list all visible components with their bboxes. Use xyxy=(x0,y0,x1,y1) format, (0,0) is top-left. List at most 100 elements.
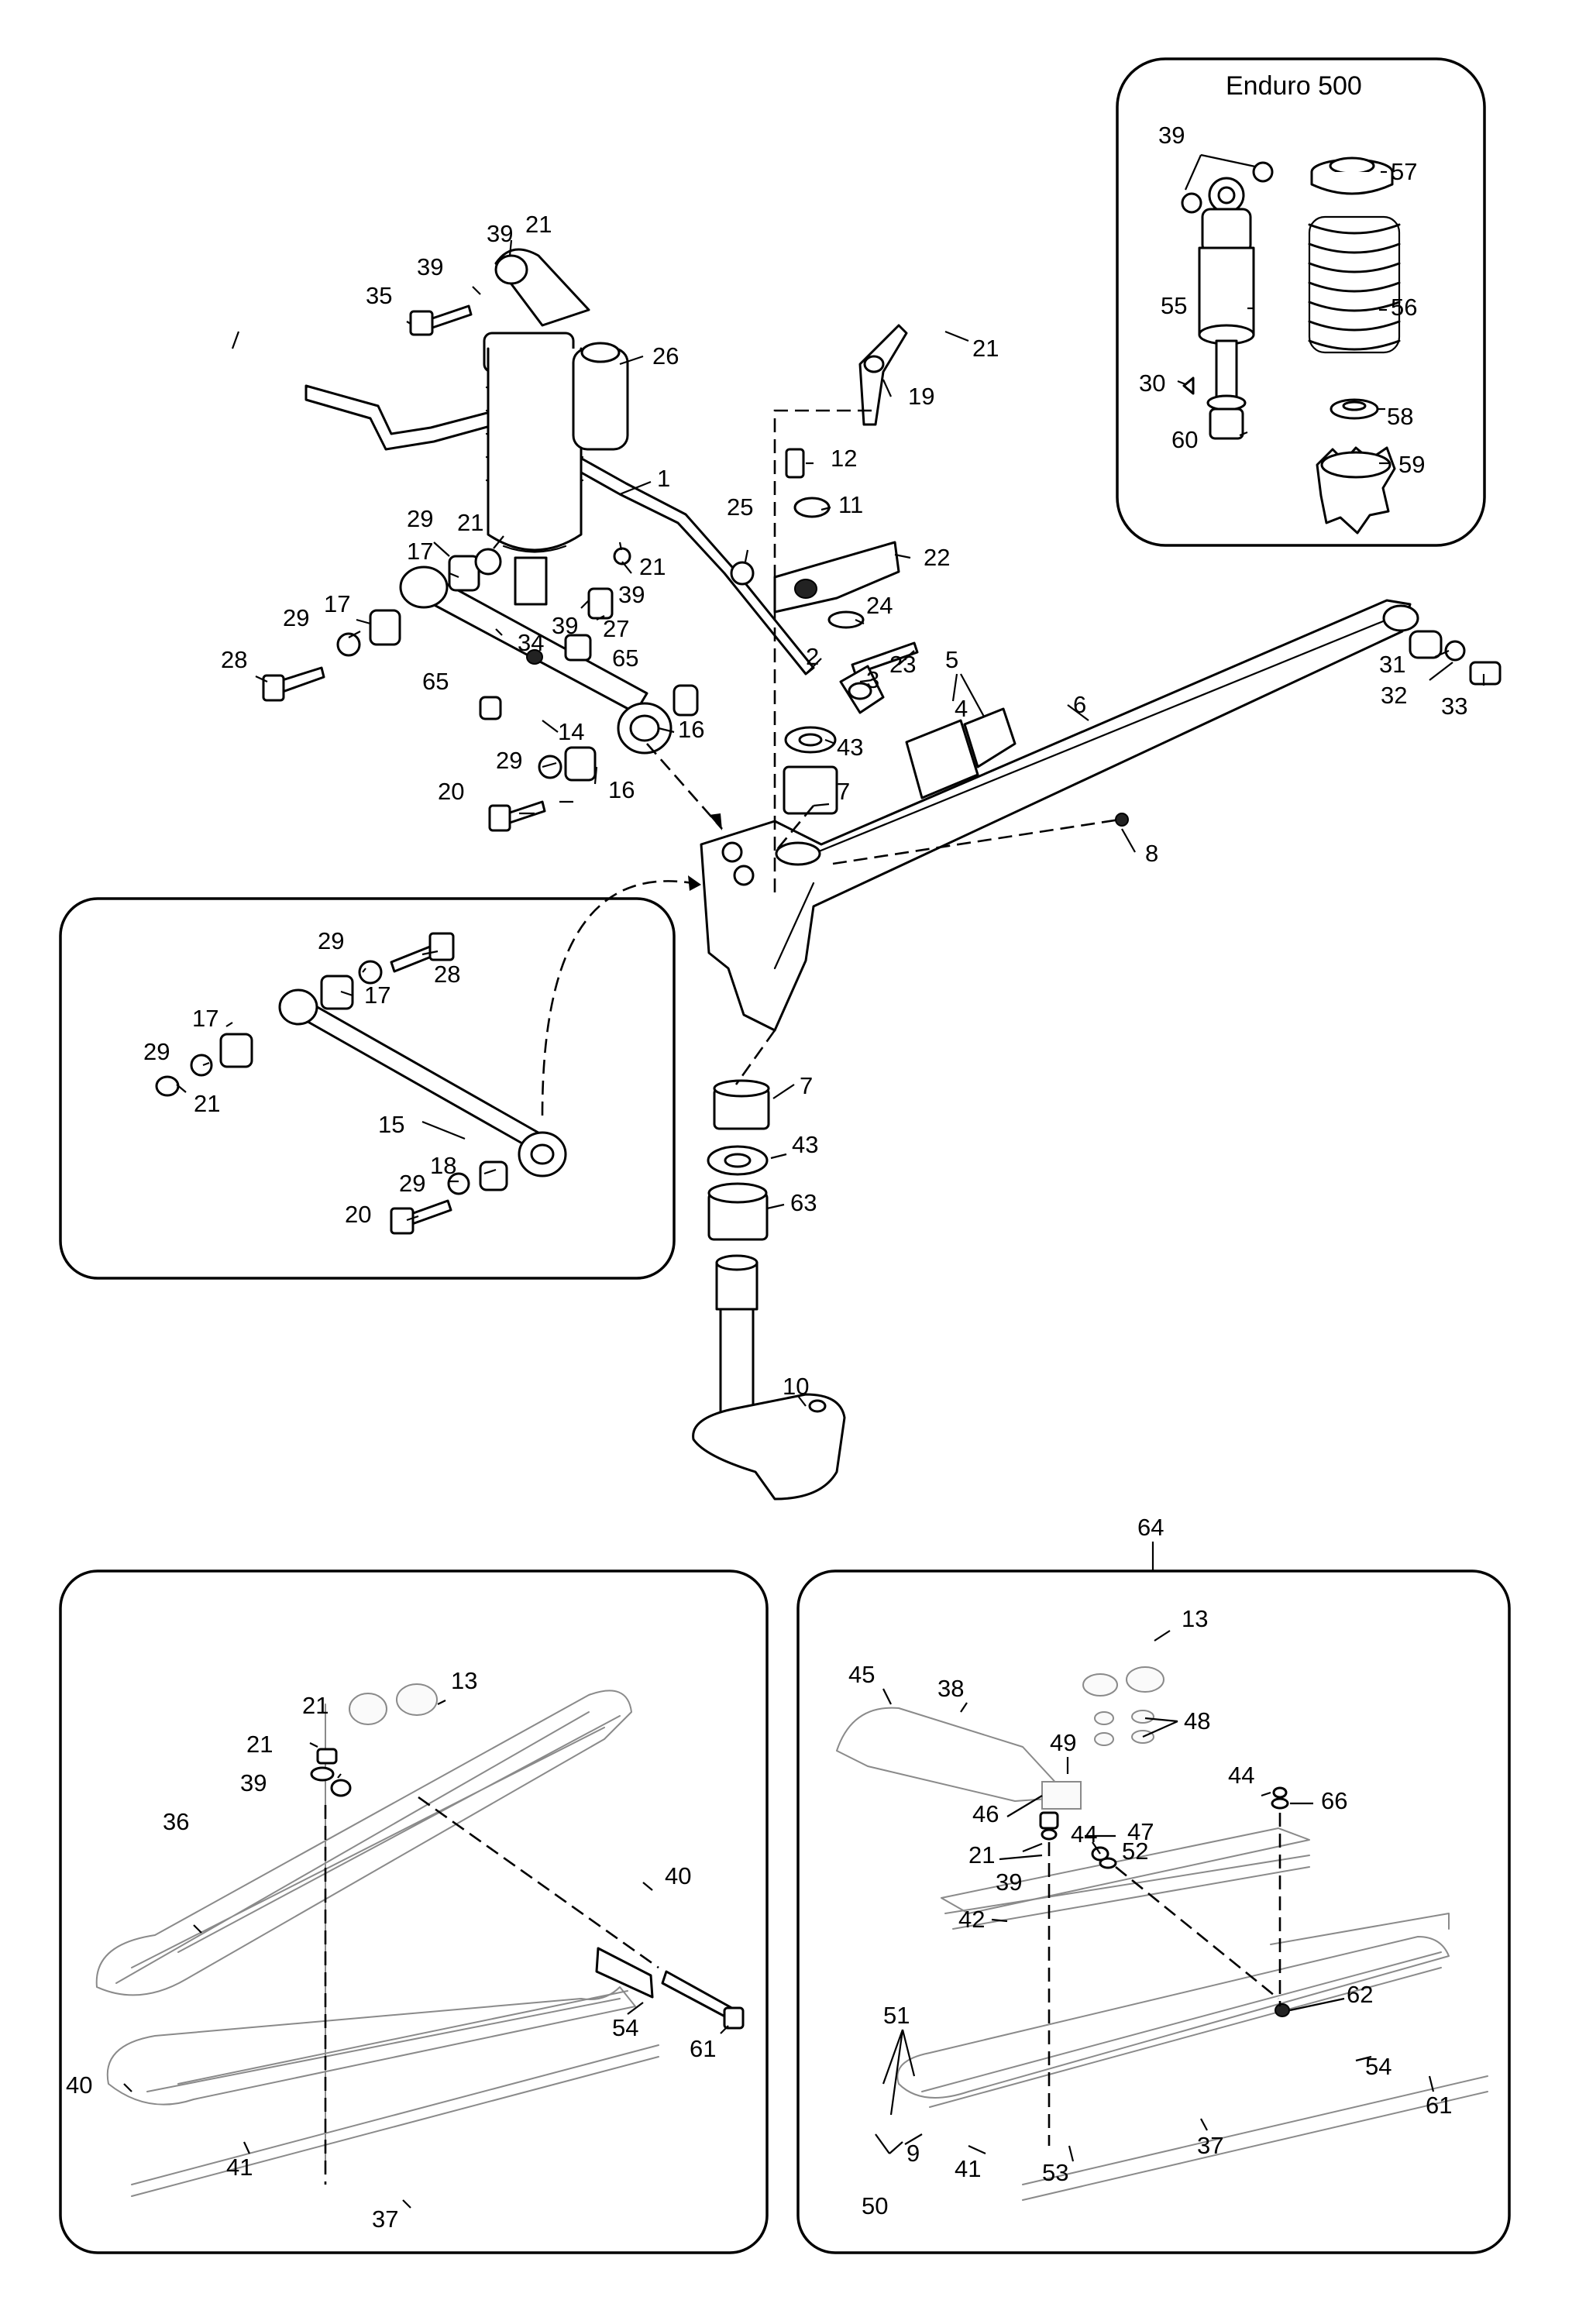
callout-c10: 10 xyxy=(783,1373,809,1400)
assembly-path-main-4 xyxy=(646,743,723,830)
callout-c55: 55 xyxy=(1161,292,1187,319)
callout-c65a: 65 xyxy=(612,645,638,672)
callout-c42: 42 xyxy=(958,1906,985,1933)
callout-leaders xyxy=(123,170,1485,2209)
callout-c66: 66 xyxy=(1321,1787,1347,1814)
callout-c13b: 13 xyxy=(1182,1605,1208,1632)
callout-c7a: 7 xyxy=(837,778,850,805)
callout-c21e: 21 xyxy=(194,1090,220,1117)
callout-c36: 36 xyxy=(163,1808,189,1835)
callout-c29c: 29 xyxy=(496,747,522,774)
callout-c51: 51 xyxy=(883,2002,910,2029)
shock-absorber xyxy=(483,248,629,606)
callout-c35: 35 xyxy=(366,282,392,309)
enduro-500-title: Enduro 500 xyxy=(1226,71,1362,101)
callout-c29e: 29 xyxy=(143,1038,170,1065)
ski-inset-left-frame xyxy=(59,1569,769,2254)
callout-c59: 59 xyxy=(1398,451,1425,478)
assembly-arrow-1 xyxy=(709,813,722,830)
callout-c44b: 44 xyxy=(1071,1820,1097,1848)
callout-c48: 48 xyxy=(1184,1707,1210,1734)
callout-c40a: 40 xyxy=(665,1862,691,1889)
callout-c29f: 29 xyxy=(399,1170,425,1197)
callout-c41b: 41 xyxy=(955,2155,981,2182)
callout-c34: 34 xyxy=(518,629,544,656)
callout-c4: 4 xyxy=(955,695,968,722)
assembly-path-main-2 xyxy=(774,805,814,853)
enduro-pointer-39 xyxy=(1184,153,1256,191)
enduro-spring-56-57-58-59 xyxy=(1308,156,1401,535)
callout-labels: 1 2 3 4 5 6 7 8 10 11 12 14 16 16 17 17 … xyxy=(66,122,1467,2233)
assembly-path-ski-right-2 xyxy=(1115,1865,1279,2000)
callout-c44a: 44 xyxy=(1228,1762,1254,1789)
callout-c41a: 41 xyxy=(226,2154,253,2181)
callout-c9: 9 xyxy=(906,2140,920,2167)
callout-c21c: 21 xyxy=(639,553,666,580)
callout-c22: 22 xyxy=(924,544,950,571)
callout-c21f: 21 xyxy=(302,1692,329,1719)
callout-c29a: 29 xyxy=(407,505,433,532)
assembly-path-main-5 xyxy=(541,880,702,1116)
callout-c39e: 39 xyxy=(1158,122,1185,149)
alt-link-inset-frame xyxy=(59,897,676,1280)
callout-c62: 62 xyxy=(1347,1981,1373,2008)
callout-c1: 1 xyxy=(657,465,670,492)
callout-c8: 8 xyxy=(1145,840,1158,867)
enduro-shock-55 xyxy=(1181,161,1274,440)
callout-c52: 52 xyxy=(1122,1838,1148,1865)
callout-c11: 11 xyxy=(838,491,863,518)
callout-c43b: 43 xyxy=(792,1131,818,1158)
callout-c57: 57 xyxy=(1391,158,1417,185)
callout-c23: 23 xyxy=(889,651,916,678)
callout-c33: 33 xyxy=(1441,693,1467,720)
callout-c18: 18 xyxy=(430,1152,456,1179)
ski-left-36-41 xyxy=(95,1683,659,2197)
callout-c16a: 16 xyxy=(678,716,704,743)
callout-c21g: 21 xyxy=(246,1731,273,1758)
callout-c38: 38 xyxy=(937,1675,964,1702)
callout-c26: 26 xyxy=(652,342,679,370)
callout-c61a: 61 xyxy=(690,2035,716,2062)
callout-c17a: 17 xyxy=(407,538,433,565)
callout-c25: 25 xyxy=(727,493,753,521)
callout-c20a: 20 xyxy=(438,778,464,805)
assembly-arrow-2 xyxy=(688,875,701,891)
callout-c32: 32 xyxy=(1381,682,1407,709)
callout-c45: 45 xyxy=(848,1661,875,1688)
callout-c53: 53 xyxy=(1042,2159,1068,2186)
callout-c17c: 17 xyxy=(192,1005,218,1032)
callout-c20b: 20 xyxy=(345,1201,371,1228)
callout-c40b: 40 xyxy=(66,2071,92,2099)
callout-c39g: 39 xyxy=(996,1868,1022,1896)
callout-c28b: 28 xyxy=(434,961,460,988)
callout-c27: 27 xyxy=(603,615,629,642)
callout-c37b: 37 xyxy=(1197,2132,1223,2159)
callout-c43a: 43 xyxy=(837,734,863,761)
assembly-path-main-3 xyxy=(832,818,1120,865)
callout-c17b: 17 xyxy=(324,590,350,617)
callout-c31: 31 xyxy=(1379,651,1405,678)
ski-right-42-41 xyxy=(836,1666,1488,2201)
enduro-500-inset-frame xyxy=(1116,57,1486,547)
callout-c58: 58 xyxy=(1387,403,1413,430)
callout-c7b: 7 xyxy=(800,1072,813,1099)
callout-c21b: 21 xyxy=(457,509,483,536)
callout-c39c: 39 xyxy=(552,612,578,639)
callout-c21d: 21 xyxy=(972,335,999,362)
assembly-path-main-6 xyxy=(734,1030,776,1085)
spindle-stack xyxy=(707,1079,770,1241)
callout-c37a: 37 xyxy=(372,2205,398,2233)
callout-c39b: 39 xyxy=(417,253,443,280)
callout-c50: 50 xyxy=(862,2192,888,2219)
callout-c29b: 29 xyxy=(283,604,309,631)
callout-c65b: 65 xyxy=(422,668,449,695)
callout-c3: 3 xyxy=(866,666,879,693)
callout-c13a: 13 xyxy=(451,1667,477,1694)
assembly-path-main-1 xyxy=(773,409,872,899)
spindle-10 xyxy=(692,1254,846,1501)
callout-c19: 19 xyxy=(908,383,934,410)
callout-c28a: 28 xyxy=(221,646,247,673)
assembly-number-64: 64 xyxy=(1137,1514,1164,1541)
callout-c39f: 39 xyxy=(240,1769,267,1796)
